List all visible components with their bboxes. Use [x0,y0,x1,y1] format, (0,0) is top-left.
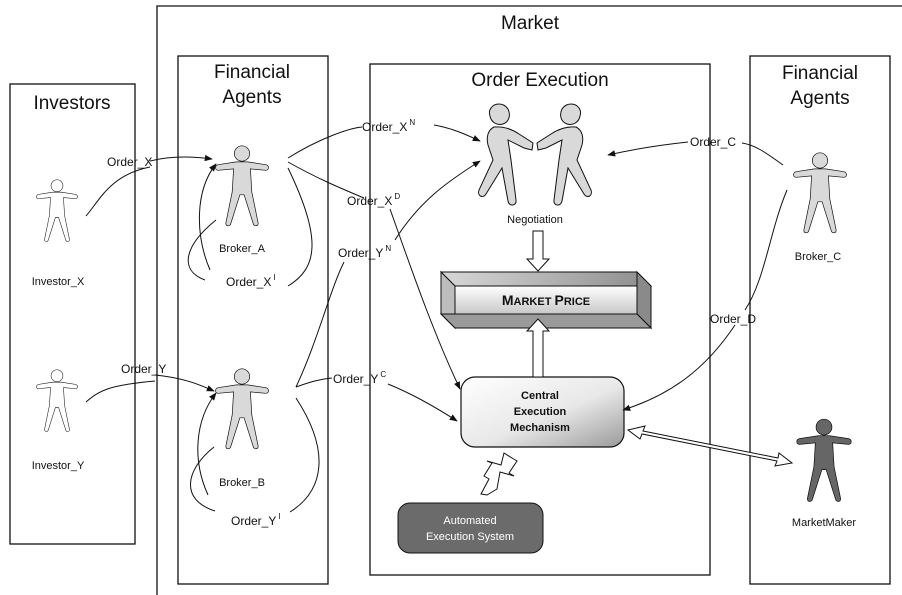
order-y-n-arrow [394,160,481,241]
negotiation-to-price-arrow [525,230,551,272]
market-price-label: MARKET PRICE [502,292,590,308]
central-execution-line3: Mechanism [510,422,570,434]
automated-execution-system-box: Automated Execution System [397,502,544,554]
central-execution-line2: Execution [514,406,567,418]
order-d-label: Order_D [710,312,756,326]
order-y-line-a [85,380,156,403]
market-container: Market [156,5,902,595]
order-d-arrow [622,324,736,411]
order-y-c-arrow [387,383,458,422]
negotiation-label: Negotiation [507,214,563,226]
order-x-i-loop-right [287,167,313,287]
market-maker-label: MarketMaker [792,517,857,529]
order-y-arrow [154,374,215,392]
order-x-d-line-a [287,161,365,199]
central-marketmaker-double-arrow [626,425,794,467]
order-y-label: Order_Y [121,362,166,376]
order-x-i-loop-arrow [198,163,217,271]
automated-execution-line1: Automated [443,515,496,527]
order-y-i-loop-arrow [197,392,217,496]
financial-agents-left-title-line1: Financial [214,62,290,83]
broker-a-label: Broker_A [219,243,266,255]
order-c-label: Order_C [690,135,736,149]
investors-container: Investors [9,83,136,545]
central-execution-line1: Central [521,390,559,402]
broker-b-label: Broker_B [219,477,265,489]
order-y-i-loop-left [190,446,216,512]
order-x-arrow [149,154,213,162]
negotiation-handshake-icon [478,103,592,206]
central-to-price-arrow [525,318,551,378]
financial-agents-right-title-line1: Financial [782,63,858,84]
order-c-arrow [607,141,689,157]
order-c-line-a [741,142,784,166]
central-execution-mechanism-box: Central Execution Mechanism [460,376,625,448]
order-x-label: Order_X [107,155,152,169]
central-automated-double-arrow [480,452,518,496]
order-execution-title: Order Execution [471,70,608,91]
order-x-line-a [85,166,151,217]
order-y-n-line-a [295,261,345,388]
investor-y-icon [36,369,78,432]
order-x-n-arrow [433,124,481,142]
investor-x-label: Investor_X [32,276,85,288]
market-title: Market [501,13,560,34]
market-price-box: MARKET PRICE [439,270,653,330]
market-maker-icon [796,418,852,502]
order-d-line-a [744,189,788,311]
financial-agents-left-title-line2: Agents [222,87,281,108]
financial-agents-right-container: Financial Agents [749,55,891,585]
broker-c-icon [793,152,847,234]
order-x-i-loop-left [187,219,217,281]
broker-a-icon [215,145,269,227]
order-execution-container: Order Execution [369,63,711,576]
automated-execution-line2: Execution System [426,531,514,543]
broker-c-label: Broker_C [795,251,842,263]
order-y-c-line-a [295,377,333,388]
order-y-i-loop-right [289,397,320,513]
investor-y-label: Investor_Y [32,460,85,472]
investors-title: Investors [33,93,110,114]
financial-agents-left-container: Financial Agents [177,55,329,585]
financial-agents-right-title-line2: Agents [790,88,849,109]
broker-b-icon [215,368,269,450]
order-x-n-line-a [287,126,363,159]
investor-x-icon [36,179,78,242]
order-x-d-arrow [389,208,461,390]
